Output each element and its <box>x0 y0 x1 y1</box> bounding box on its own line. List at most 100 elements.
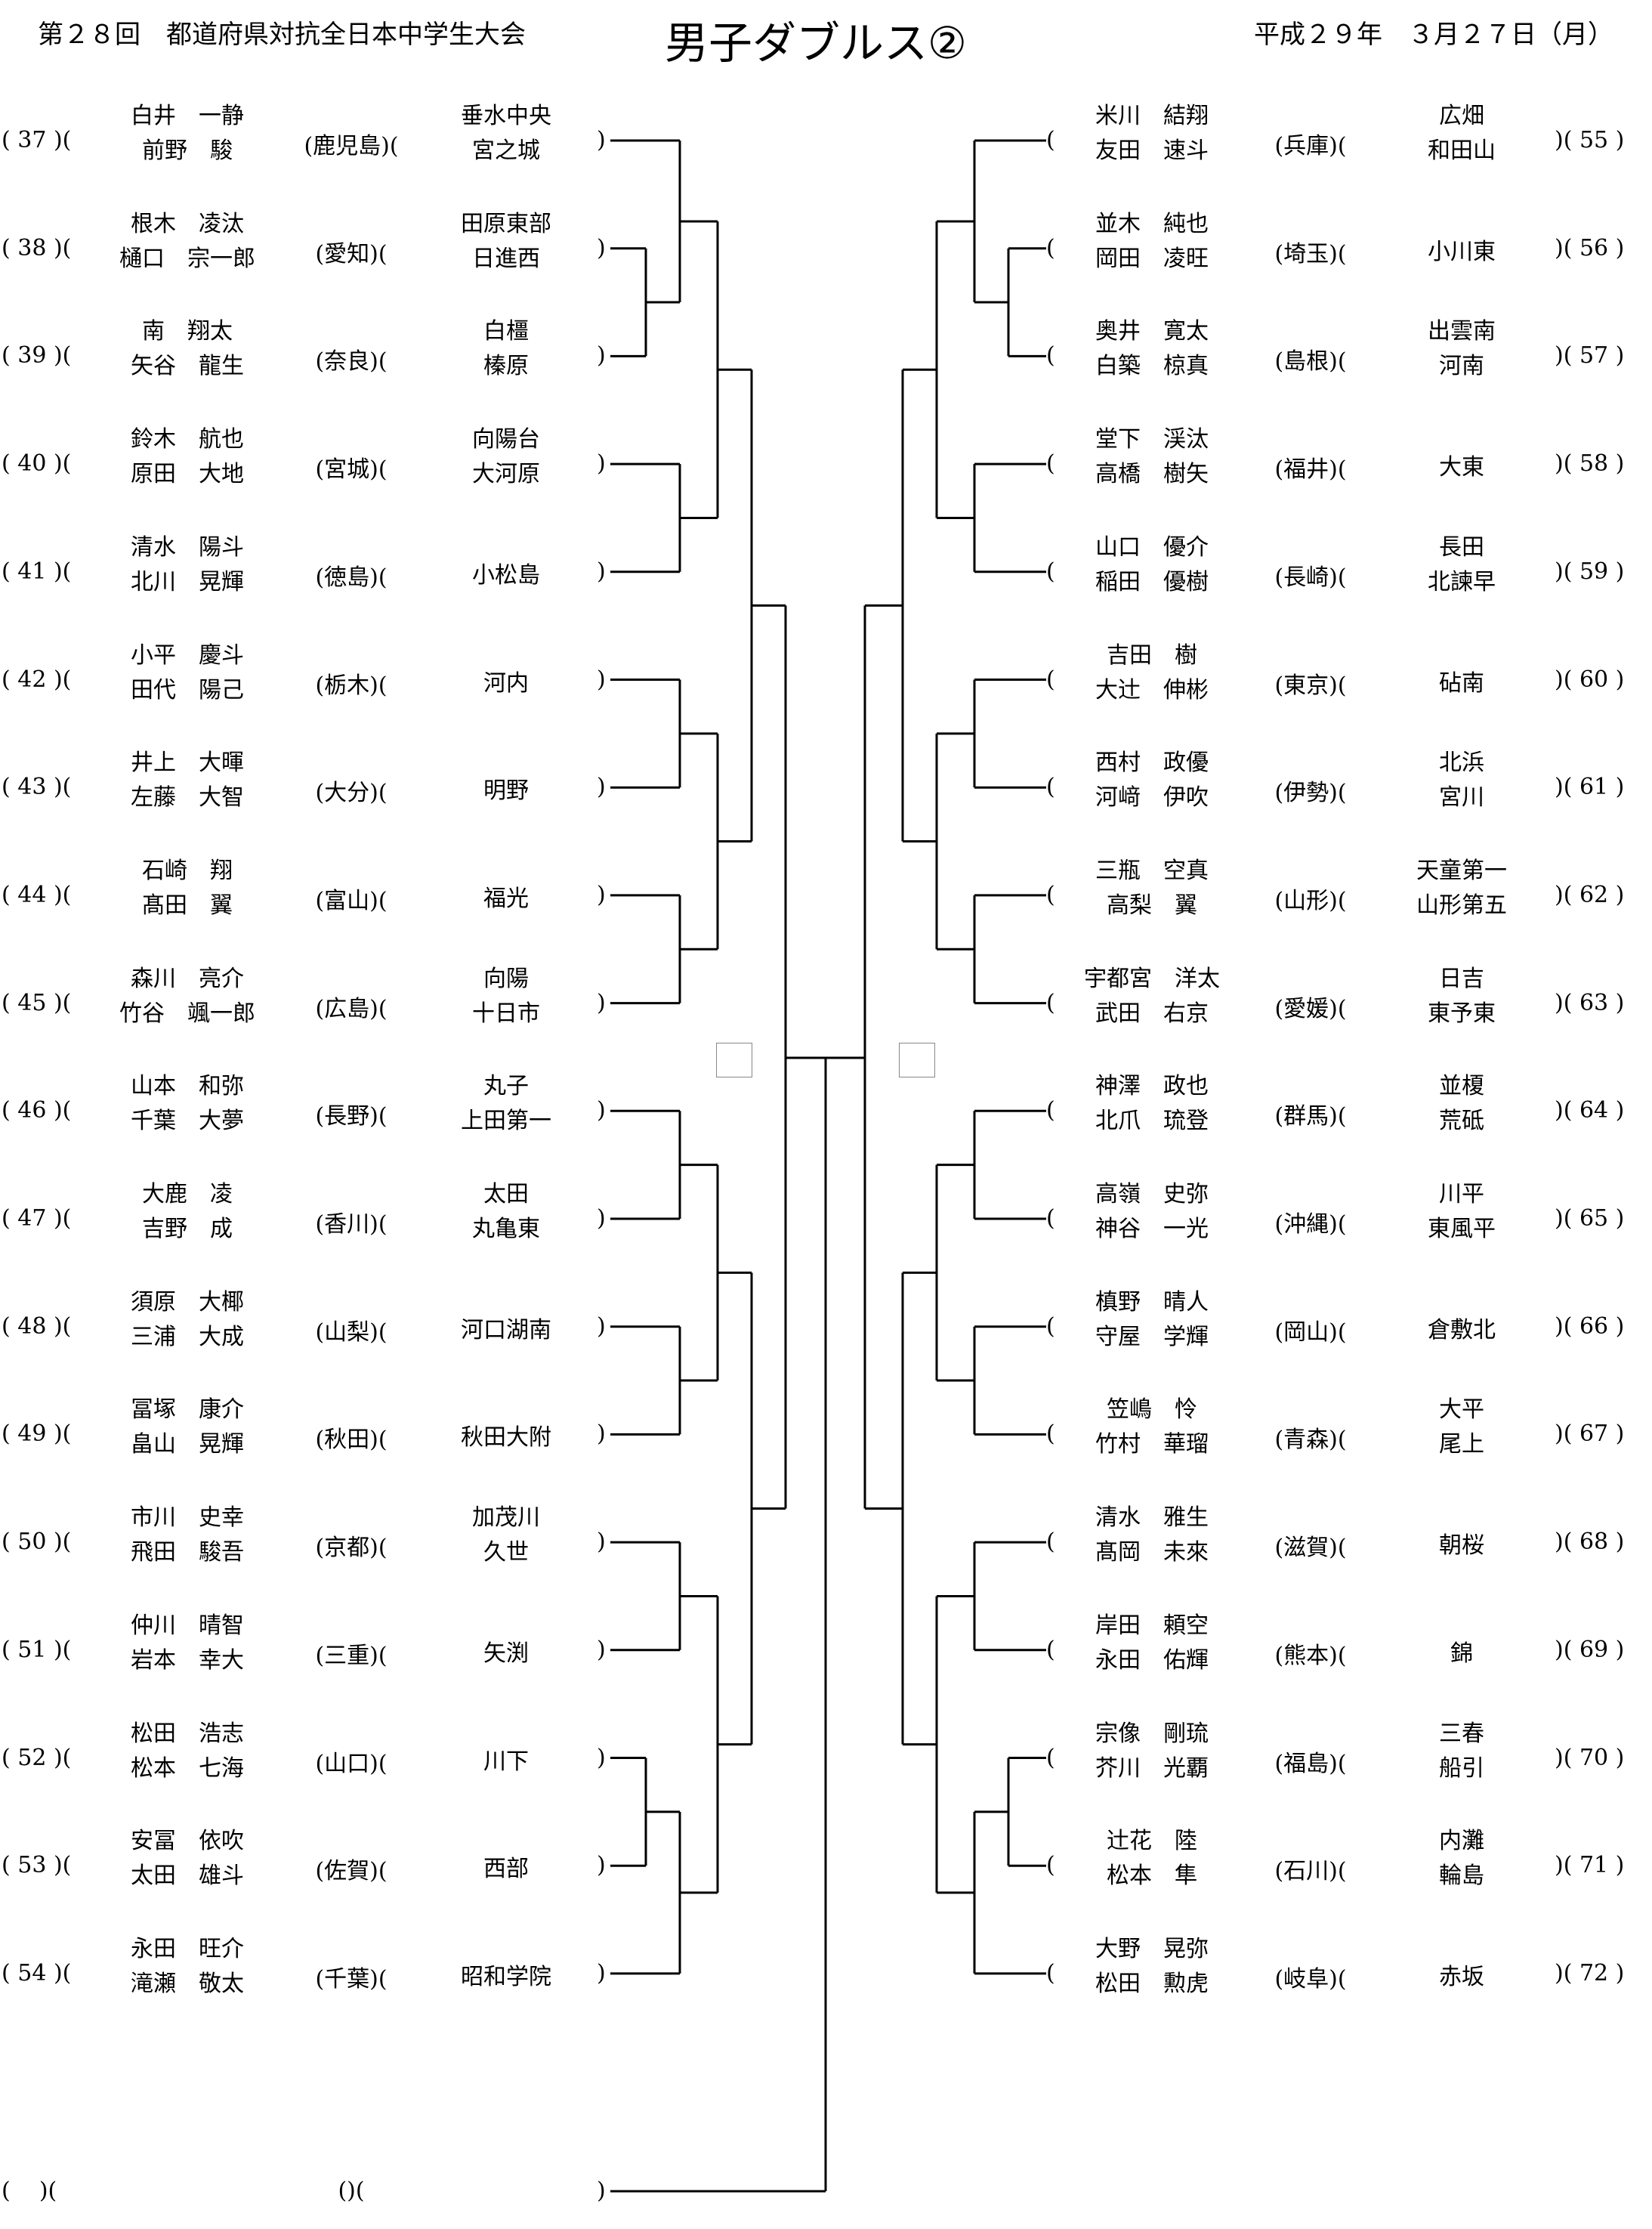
close-paren: ) <box>597 1097 606 1124</box>
entry-number: )( 70 ) <box>1555 1744 1625 1771</box>
entry-row: (西村 政優 河﨑 伊吹(伊勢)(北浜 宮川)( 61 ) <box>0 750 1652 825</box>
player-names: 安冨 依吹 太田 雄斗 <box>131 1828 244 1890</box>
entry-number: )( 66 ) <box>1555 1312 1625 1340</box>
entry-row: (神澤 政也 北爪 琉登(群馬)(並榎 荒砥)( 64 ) <box>0 1073 1652 1149</box>
school-names: 垂水中央 宮之城 <box>461 103 551 164</box>
prefecture: (愛媛)( <box>1274 995 1347 1022</box>
open-paren: ( <box>1046 127 1055 153</box>
prefecture: (岐阜)( <box>1274 1965 1347 1992</box>
entry-row: (米川 結翔 友田 速斗(兵庫)(広畑 和田山)( 55 ) <box>0 103 1652 178</box>
entry-number: ( 53 )( <box>2 1852 72 1879</box>
school-names: 丸子 上田第一 <box>461 1073 551 1135</box>
school-names: 赤坂 <box>1439 1963 1484 1990</box>
school-names: 明野 <box>483 778 529 805</box>
entry-number: )( 62 ) <box>1555 881 1625 908</box>
entry-row: ( 51 )(仲川 晴智 岩本 幸大(三重)(矢渕) <box>0 1612 1652 1688</box>
prefecture: (愛知)( <box>315 240 388 267</box>
prefecture: (東京)( <box>1274 672 1347 699</box>
school-names: 田原東部 日進西 <box>461 210 551 272</box>
entry-row: ( 37 )(白井 一静 前野 駿(鹿児島)(垂水中央 宮之城) <box>0 103 1652 178</box>
prefecture: (富山)( <box>315 887 388 914</box>
prefecture: (徳島)( <box>315 564 388 591</box>
close-paren: ) <box>597 774 606 801</box>
entry-row: (山口 優介 稲田 優樹(長崎)(長田 北諫早)( 59 ) <box>0 534 1652 610</box>
close-paren: ) <box>597 881 606 908</box>
school-names: 矢渕 <box>483 1640 529 1667</box>
entry-number: )( 55 ) <box>1555 127 1625 153</box>
entry-number: ( 42 )( <box>2 666 72 693</box>
player-names: 永田 旺介 滝瀬 敬太 <box>131 1935 244 1997</box>
player-names: 南 翔太 矢谷 龍生 <box>131 318 244 380</box>
open-paren: ( <box>1046 1744 1055 1771</box>
school-names: 加茂川 久世 <box>472 1504 540 1566</box>
entry-row: ( 47 )(大鹿 凌 吉野 成(香川)(太田 丸亀東) <box>0 1181 1652 1257</box>
school-names: 河内 <box>483 669 529 697</box>
player-names: 仲川 晴智 岩本 幸大 <box>131 1612 244 1674</box>
prefecture: (山梨)( <box>315 1319 388 1346</box>
player-names: 槙野 晴人 守屋 学輝 <box>1095 1288 1209 1350</box>
entry-number: )( 57 ) <box>1555 342 1625 369</box>
open-paren: ( <box>1046 881 1055 908</box>
school-names: 日吉 東予東 <box>1428 965 1496 1027</box>
close-paren: ) <box>597 1312 606 1340</box>
close-paren: ) <box>597 1959 606 1986</box>
prefecture: (栃木)( <box>315 672 388 699</box>
prefecture: (島根)( <box>1274 348 1347 376</box>
entry-row: (岸田 頼空 永田 佑輝(熊本)(錦)( 69 ) <box>0 1612 1652 1688</box>
player-names: 宗像 剛琉 芥川 光覇 <box>1095 1720 1209 1782</box>
player-names: 宇都宮 洋太 武田 右京 <box>1084 965 1220 1027</box>
player-names: 清水 雅生 髙岡 未來 <box>1095 1504 1209 1566</box>
school-names: 太田 丸亀東 <box>472 1181 540 1242</box>
entry-number: ( )( <box>2 2178 57 2204</box>
player-names: 須原 大椰 三浦 大成 <box>131 1288 244 1350</box>
entry-row: ( 45 )(森川 亮介 竹谷 颯一郎(広島)(向陽 十日市) <box>0 966 1652 1041</box>
close-paren: ) <box>597 1205 606 1232</box>
entry-row: (笠嶋 怜 竹村 華瑠(青森)(大平 尾上)( 67 ) <box>0 1396 1652 1472</box>
close-paren: ) <box>597 342 606 369</box>
entry-number: ( 52 )( <box>2 1744 72 1771</box>
player-names: 冨塚 康介 畠山 晃輝 <box>131 1396 244 1458</box>
prefecture: (山形)( <box>1274 887 1347 914</box>
entry-row: ( )(()() <box>0 2153 1652 2229</box>
entry-row: (清水 雅生 髙岡 未來(滋賀)(朝桜)( 68 ) <box>0 1504 1652 1580</box>
entry-row: (高嶺 史弥 神谷 一光(沖縄)(川平 東風平)( 65 ) <box>0 1181 1652 1257</box>
school-names: 砧南 <box>1439 669 1484 697</box>
entry-row: ( 54 )(永田 旺介 滝瀬 敬太(千葉)(昭和学院) <box>0 1936 1652 2011</box>
entry-number: ( 51 )( <box>2 1636 72 1663</box>
entry-number: )( 71 ) <box>1555 1852 1625 1879</box>
entry-number: ( 49 )( <box>2 1421 72 1448</box>
school-names: 大平 尾上 <box>1439 1396 1484 1458</box>
entry-row: (槙野 晴人 守屋 学輝(岡山)(倉敷北)( 66 ) <box>0 1289 1652 1365</box>
entry-row: ( 39 )(南 翔太 矢谷 龍生(奈良)(白橿 榛原) <box>0 318 1652 394</box>
school-names: 三春 船引 <box>1439 1720 1484 1782</box>
prefecture: (千葉)( <box>315 1965 388 1992</box>
player-names: 井上 大暉 左藤 大智 <box>131 750 244 812</box>
entry-number: )( 72 ) <box>1555 1959 1625 1986</box>
entry-number: )( 67 ) <box>1555 1421 1625 1448</box>
player-names: 奥井 寛太 白築 椋真 <box>1095 318 1209 380</box>
entry-number: )( 64 ) <box>1555 1097 1625 1124</box>
prefecture: (奈良)( <box>315 348 388 376</box>
entry-number: ( 48 )( <box>2 1312 72 1340</box>
open-paren: ( <box>1046 774 1055 801</box>
prefecture: (長野)( <box>315 1103 388 1130</box>
entry-row: ( 48 )(須原 大椰 三浦 大成(山梨)(河口湖南) <box>0 1289 1652 1365</box>
school-names: 西部 <box>483 1856 529 1883</box>
entry-row: ( 41 )(清水 陽斗 北川 晃輝(徳島)(小松島) <box>0 534 1652 610</box>
prefecture: (滋賀)( <box>1274 1535 1347 1562</box>
open-paren: ( <box>1046 1205 1055 1232</box>
close-paren: ) <box>597 1744 606 1771</box>
player-names: 吉田 樹 大辻 伸彬 <box>1095 641 1209 703</box>
open-paren: ( <box>1046 234 1055 261</box>
prefecture: (三重)( <box>315 1642 388 1669</box>
school-names: 北浜 宮川 <box>1439 750 1484 812</box>
close-paren: ) <box>597 127 606 153</box>
open-paren: ( <box>1046 1097 1055 1124</box>
school-names: 朝桜 <box>1439 1532 1484 1560</box>
school-names: 並榎 荒砥 <box>1439 1073 1484 1135</box>
player-names: 松田 浩志 松本 七海 <box>131 1720 244 1782</box>
open-paren: ( <box>1046 1529 1055 1556</box>
player-names: 根木 凌汰 樋口 宗一郎 <box>119 210 255 272</box>
player-names: 大野 晃弥 松田 勲虎 <box>1095 1935 1209 1997</box>
school-names: 錦 <box>1450 1640 1473 1667</box>
